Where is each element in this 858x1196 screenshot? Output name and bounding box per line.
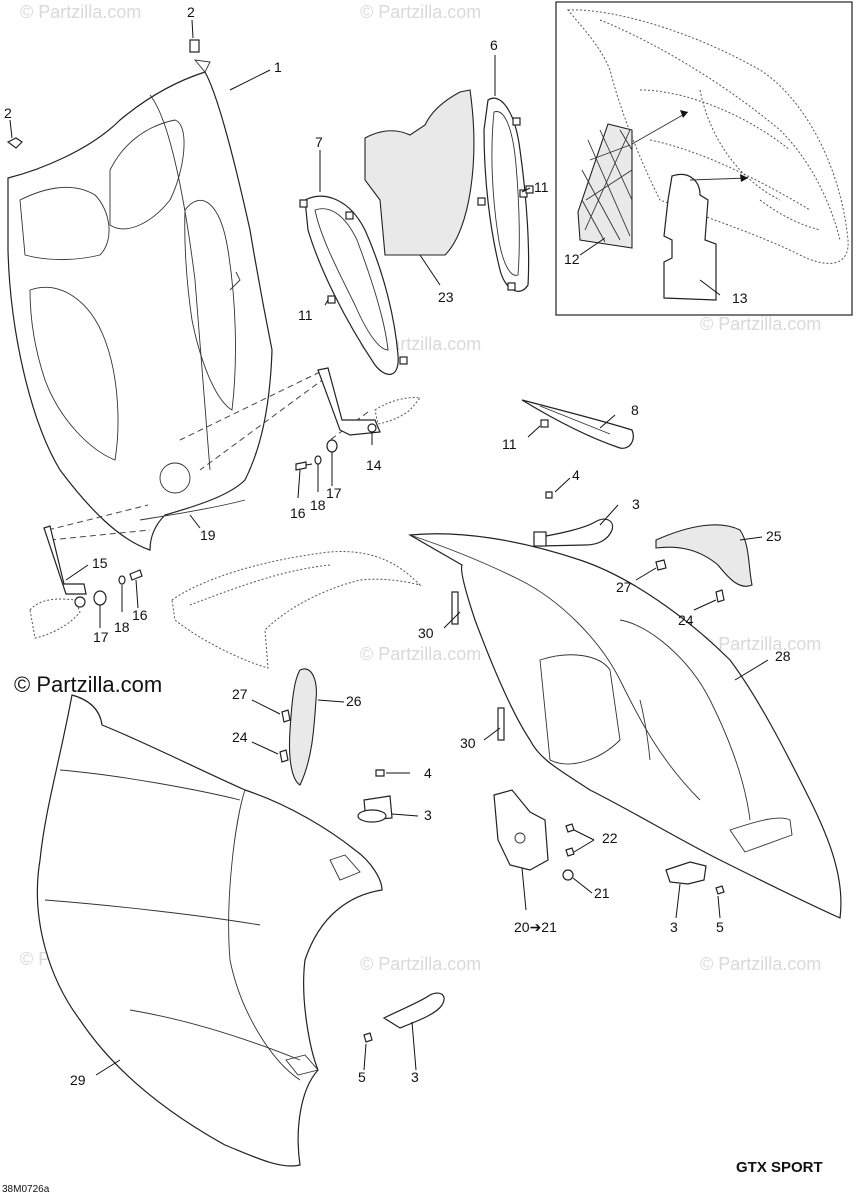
part-3-latch-middle [357, 769, 393, 823]
part-15-bracket [29, 525, 87, 639]
callout-2: 2 [187, 4, 195, 20]
callout-16: 16 [132, 607, 148, 623]
callout-27: 27 [232, 686, 248, 702]
callout-labels: 1 2 2 6 7 11 11 23 12 13 8 11 14 4 3 25 … [4, 4, 791, 1088]
watermark-text: © Partzilla.com [700, 634, 821, 654]
callout-24: 24 [232, 729, 248, 745]
brand-watermark-text: © Partzilla.com [14, 672, 162, 697]
watermark-text: © Partzilla.com [360, 954, 481, 974]
callout-25: 25 [766, 528, 782, 544]
callout-6: 6 [490, 37, 498, 53]
callout-30: 30 [418, 625, 434, 641]
part-3-handle-lower [363, 992, 445, 1043]
callout-21: 21 [594, 885, 610, 901]
part-7-vent-frame [299, 195, 408, 375]
callout-30: 30 [460, 735, 476, 751]
callout-19: 19 [200, 527, 216, 543]
part-8-trim [521, 399, 634, 449]
callout-3: 3 [670, 919, 678, 935]
part-1-upper-panel [7, 59, 273, 551]
part-29-lower-panel [36, 694, 383, 1167]
fastener-set-upper [295, 439, 338, 471]
callout-27: 27 [616, 579, 632, 595]
part-25-cover [655, 524, 753, 587]
callout-29: 29 [70, 1072, 86, 1088]
callout-5: 5 [716, 919, 724, 935]
callout-23: 23 [438, 289, 454, 305]
watermark-text: © Partzilla.com [360, 644, 481, 664]
part-6-side-vent [477, 97, 530, 292]
part-11-clip [327, 185, 549, 428]
part-28-side-panel [408, 533, 842, 919]
callout-28: 28 [775, 648, 791, 664]
part-30-strip [451, 591, 505, 741]
callout-3: 3 [424, 807, 432, 823]
callout-12: 12 [564, 251, 580, 267]
callout-11: 11 [298, 307, 313, 323]
part-3-handle-upper [532, 491, 614, 547]
part-3-latch-lower-right [665, 861, 725, 895]
callout-22: 22 [602, 830, 618, 846]
callout-2: 2 [4, 105, 12, 121]
callout-20-to-21: 20➔21 [514, 919, 557, 935]
callout-14: 14 [366, 457, 382, 473]
screws-right [655, 559, 725, 603]
callout-11: 11 [502, 436, 517, 452]
callout-15: 15 [92, 555, 108, 571]
watermark-text: © Partzilla.com [360, 2, 481, 22]
screws-middle [279, 709, 291, 763]
model-label: GTX SPORT [736, 1159, 823, 1176]
callout-4: 4 [424, 765, 432, 781]
watermark-text: © Partzilla.com [700, 314, 821, 334]
dotted-frame-piece [171, 551, 422, 669]
callout-18: 18 [114, 619, 130, 635]
part-23-foam-block [364, 89, 475, 256]
part-19-edge-trim [139, 499, 246, 521]
part-26-cover [288, 668, 317, 786]
watermark-text: © Partzilla.com [700, 954, 821, 974]
callout-16: 16 [290, 505, 306, 521]
part-2-clip [6, 39, 200, 149]
callout-18: 18 [310, 497, 326, 513]
callout-13: 13 [732, 290, 748, 306]
leader-lines [9, 19, 769, 1076]
callout-24: 24 [678, 612, 694, 628]
callout-5: 5 [358, 1069, 366, 1085]
callout-1: 1 [274, 59, 282, 75]
diagram-code: 38M0726a [2, 1184, 50, 1195]
callout-17: 17 [326, 485, 342, 501]
part-14-bracket [317, 367, 421, 436]
callout-8: 8 [631, 402, 639, 418]
watermark-text: © Partzilla.com [20, 2, 141, 22]
callout-4: 4 [572, 467, 580, 483]
callout-11: 11 [534, 179, 549, 195]
callout-7: 7 [315, 134, 323, 150]
callout-3: 3 [411, 1069, 419, 1085]
part-20-latch-plate [493, 789, 575, 881]
inset-detail-box [555, 1, 853, 316]
fastener-set-lower [93, 569, 143, 606]
callout-26: 26 [346, 693, 362, 709]
callout-3: 3 [632, 496, 640, 512]
callout-17: 17 [93, 629, 109, 645]
